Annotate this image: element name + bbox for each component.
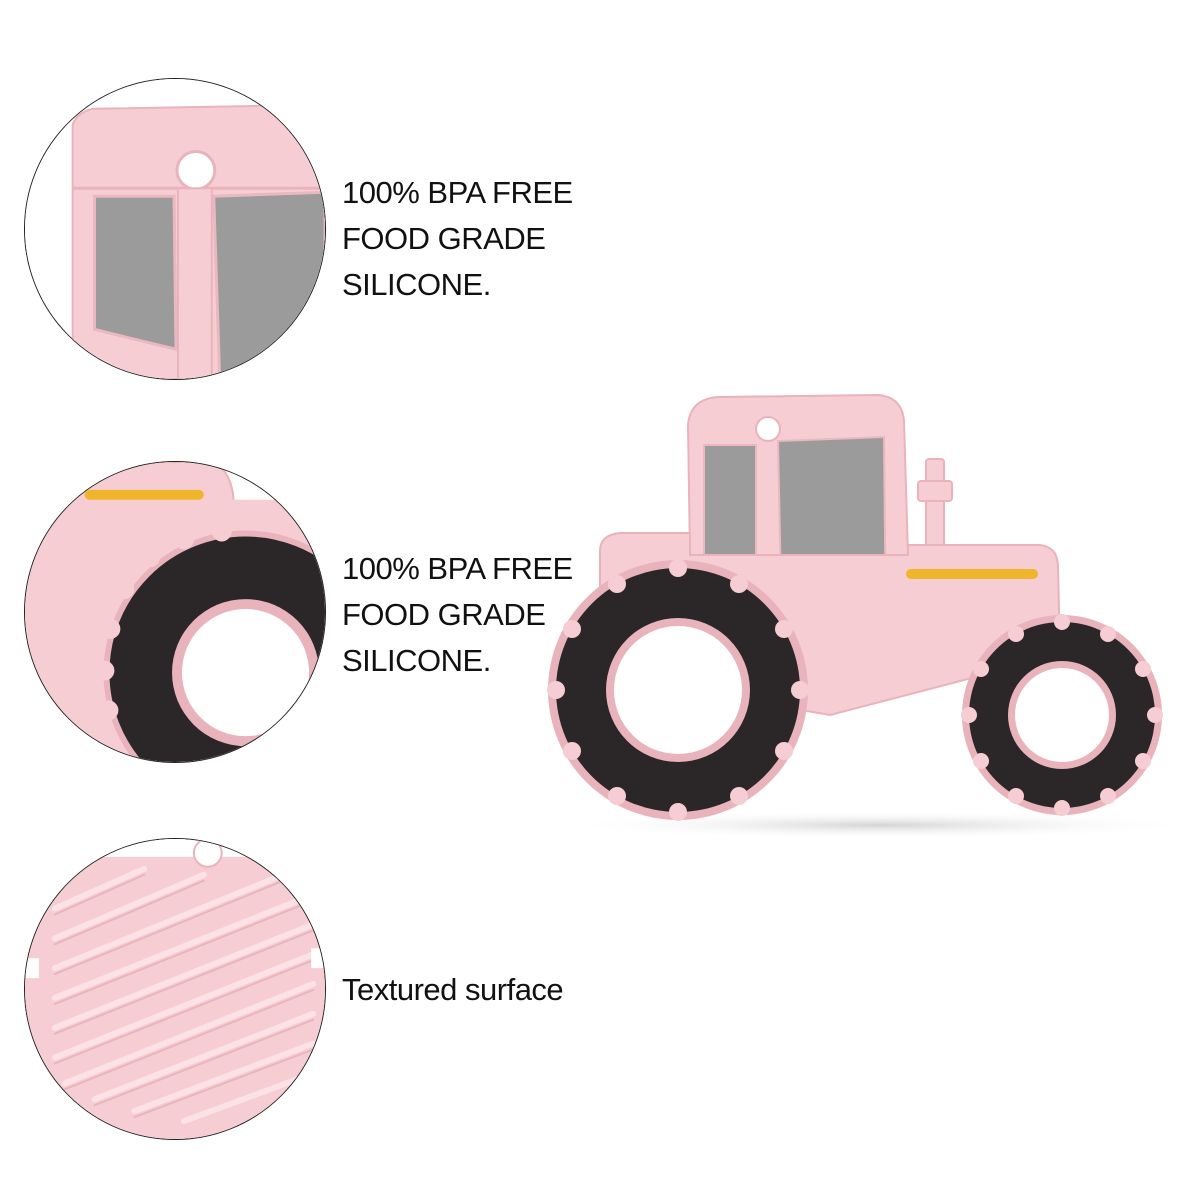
rear-wheel [547,559,809,821]
cab-window-closeup-svg [25,79,325,379]
hang-hole-icon [175,150,217,191]
feature-caption-2: 100% BPA FREE FOOD GRADE SILICONE. [342,546,642,684]
textured-surface-closeup-image [24,838,326,1140]
caption-line: SILICONE. [342,643,491,678]
hang-hole-icon [192,839,223,868]
rear-wheel-hole-shape [614,626,742,754]
yellow-stripe [906,569,1038,579]
caption-line: SILICONE. [342,267,491,302]
caption-line: 100% BPA FREE [342,551,573,586]
caption-line: Textured surface [342,972,564,1007]
wheel-closeup-svg [25,462,325,762]
front-wheel-hole-shape [1015,668,1109,762]
shadow-shape [560,811,1180,839]
cab-window-closeup-image [24,78,326,380]
right-window-shape [212,190,325,379]
tractor-teether-image [530,385,1180,845]
left-window-shape [93,194,178,352]
feature-caption-3: Textured surface [342,967,642,1013]
textured-surface-closeup-svg [25,839,325,1139]
hang-hole-icon [755,416,781,442]
tractor-svg [547,393,1180,839]
caption-line: FOOD GRADE [342,221,546,256]
yellow-stripe [84,489,204,500]
front-wheel [961,614,1163,816]
texture-ridges [51,865,317,1125]
feature-caption-1: 100% BPA FREE FOOD GRADE SILICONE. [342,170,642,308]
wheel-hole-shape [181,609,310,737]
wheel-closeup-image [24,461,326,763]
caption-line: FOOD GRADE [342,597,546,632]
caption-line: 100% BPA FREE [342,175,573,210]
